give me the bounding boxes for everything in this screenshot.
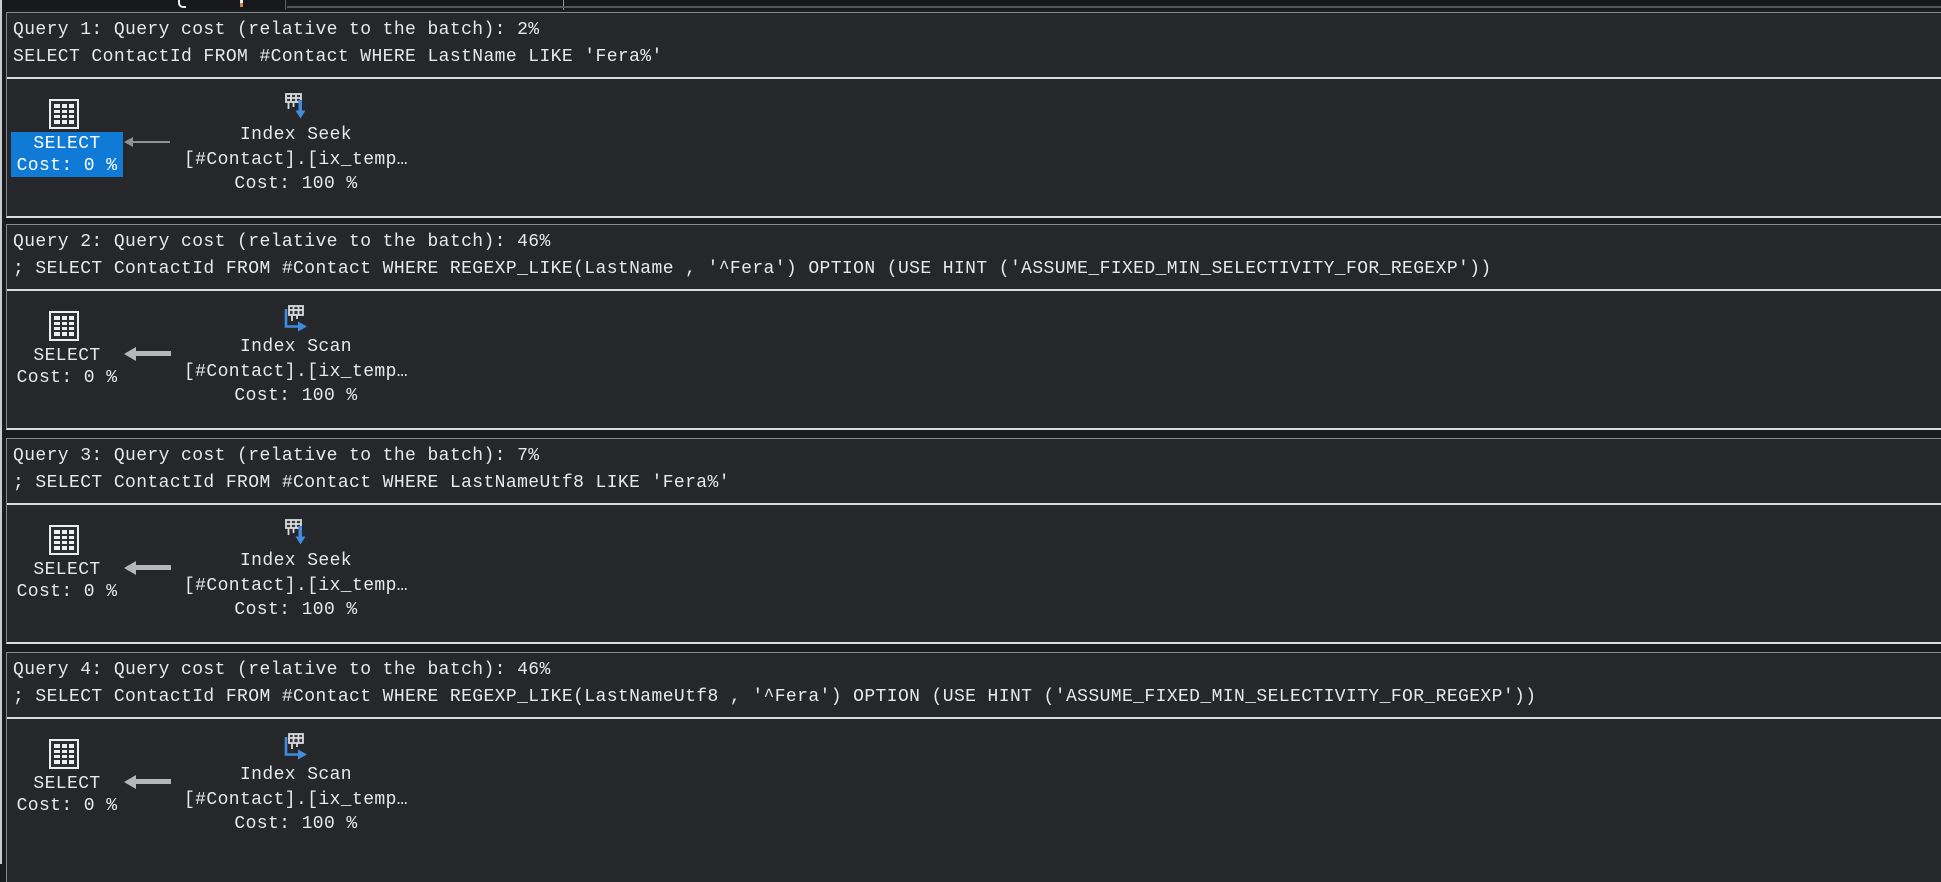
query-header: Query 3: Query cost (relative to the bat… — [7, 439, 1941, 505]
result-grid-icon — [49, 525, 79, 560]
query-cost-line: Query 4: Query cost (relative to the bat… — [13, 660, 551, 680]
arrow-shaft — [134, 351, 171, 356]
query-cost-line: Query 3: Query cost (relative to the bat… — [13, 446, 540, 466]
operator-object: [#Contact].[ix_temp… — [183, 149, 409, 170]
query-sql-text: ; SELECT ContactId FROM #Contact WHERE R… — [13, 687, 1537, 707]
query-header: Query 4: Query cost (relative to the bat… — [7, 653, 1941, 719]
operator-object: [#Contact].[ix_temp… — [183, 361, 409, 382]
operator-cost: Cost: 100 % — [234, 174, 358, 194]
arrowhead — [124, 775, 136, 789]
arrowhead — [124, 347, 136, 361]
operator-cost: Cost: 0 % — [16, 582, 118, 602]
query-plan-panel-1: Query 1: Query cost (relative to the bat… — [6, 12, 1941, 218]
query-plan-panel-4: Query 4: Query cost (relative to the bat… — [6, 652, 1941, 882]
operator-name: SELECT — [33, 774, 101, 794]
index-scan-icon — [282, 732, 309, 765]
operator-name: Index Scan — [239, 337, 353, 357]
result-grid-icon — [49, 739, 79, 774]
query-sql-text: ; SELECT ContactId FROM #Contact WHERE R… — [13, 259, 1492, 279]
operator-cost: Cost: 100 % — [234, 814, 358, 834]
query-sql-text: ; SELECT ContactId FROM #Contact WHERE L… — [13, 473, 730, 493]
arrowhead — [124, 137, 133, 147]
index-scan-operator-node[interactable]: Index Scan [#Contact].[ix_temp… Cost: 100 … — [175, 335, 417, 409]
arrow-shaft — [134, 779, 171, 784]
index-seek-icon — [282, 92, 308, 125]
arrow-shaft — [132, 141, 170, 143]
operator-name: SELECT — [33, 560, 101, 580]
operator-cost: Cost: 100 % — [234, 386, 358, 406]
operator-cost: Cost: 0 % — [16, 796, 118, 816]
window-left-edge — [0, 0, 2, 864]
arrow-shaft — [134, 565, 171, 570]
operator-cost: Cost: 0 % — [16, 156, 118, 176]
query-cost-line: Query 1: Query cost (relative to the bat… — [13, 20, 540, 40]
query-cost-line: Query 2: Query cost (relative to the bat… — [13, 232, 551, 252]
index-scan-operator-node[interactable]: Index Scan [#Contact].[ix_temp… Cost: 100 … — [175, 763, 417, 837]
operator-name: Index Scan — [239, 765, 353, 785]
operator-object: [#Contact].[ix_temp… — [183, 789, 409, 810]
operator-name: SELECT — [33, 134, 101, 154]
operator-name: Index Seek — [239, 125, 353, 145]
operator-name: Index Seek — [239, 551, 353, 571]
query-header: Query 2: Query cost (relative to the bat… — [7, 225, 1941, 291]
operator-name: SELECT — [33, 346, 101, 366]
tab-well-edge — [287, 6, 1941, 8]
tab-separator — [563, 0, 564, 10]
query-header: Query 1: Query cost (relative to the bat… — [7, 13, 1941, 79]
tab-label-remnant — [178, 0, 186, 8]
index-seek-operator-node[interactable]: Index Seek [#Contact].[ix_temp… Cost: 100 … — [175, 123, 417, 197]
result-grid-icon — [49, 311, 79, 346]
query-sql-text: SELECT ContactId FROM #Contact WHERE Las… — [13, 47, 663, 67]
operator-cost: Cost: 100 % — [234, 600, 358, 620]
result-grid-icon — [49, 99, 79, 134]
query-plan-panel-2: Query 2: Query cost (relative to the bat… — [6, 224, 1941, 430]
index-seek-icon — [282, 518, 308, 551]
tab-separator — [285, 0, 286, 10]
index-scan-icon — [282, 304, 309, 337]
operator-cost: Cost: 0 % — [16, 368, 118, 388]
arrowhead — [124, 561, 136, 575]
index-seek-operator-node[interactable]: Index Seek [#Contact].[ix_temp… Cost: 100 … — [175, 549, 417, 623]
tab-strip-clipped[interactable] — [0, 0, 1941, 10]
operator-object: [#Contact].[ix_temp… — [183, 575, 409, 596]
query-plan-panel-3: Query 3: Query cost (relative to the bat… — [6, 438, 1941, 644]
tab-dirty-indicator — [240, 0, 243, 7]
